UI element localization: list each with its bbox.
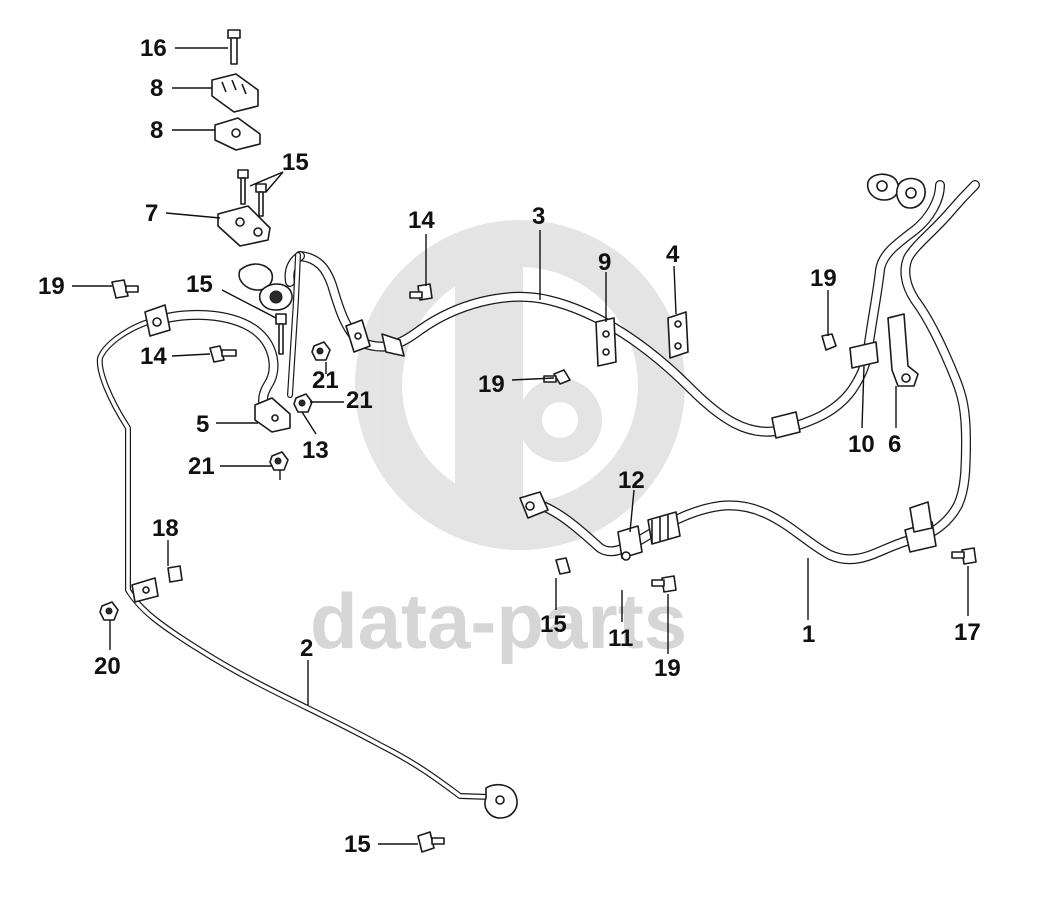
pipe-vertical bbox=[238, 252, 301, 398]
clamp-10 bbox=[849, 341, 879, 369]
nut-21-c bbox=[269, 451, 289, 471]
callout-15-pair: 15 bbox=[282, 149, 309, 176]
bolt-15-mid bbox=[275, 313, 287, 355]
clamp-18 bbox=[131, 577, 159, 603]
callout-11: 11 bbox=[608, 625, 633, 652]
callout-19-right: 19 bbox=[810, 265, 837, 292]
callout-21-c: 21 bbox=[188, 453, 215, 480]
bracket-17 bbox=[909, 501, 933, 533]
callout-14-upper: 14 bbox=[408, 207, 435, 234]
callout-8-lower: 8 bbox=[150, 117, 163, 144]
callout-16: 16 bbox=[140, 35, 167, 62]
callout-20: 20 bbox=[94, 653, 121, 680]
callout-9: 9 bbox=[598, 249, 611, 276]
bolt-16 bbox=[227, 29, 241, 65]
bolt-19-left bbox=[111, 279, 139, 299]
tube-1-inlet-fitting bbox=[519, 491, 549, 519]
bolt-18 bbox=[167, 565, 183, 583]
callout-2: 2 bbox=[300, 635, 313, 662]
callout-15-lower: 15 bbox=[540, 611, 567, 638]
callout-13: 13 bbox=[302, 437, 329, 464]
leader-lines bbox=[72, 47, 969, 845]
tube-2 bbox=[96, 319, 518, 819]
callout-17: 17 bbox=[954, 619, 981, 646]
callout-21-b: 21 bbox=[346, 387, 373, 414]
clamp-tube-3-left bbox=[345, 319, 371, 353]
plate-4 bbox=[667, 311, 689, 359]
bracket-7 bbox=[217, 205, 271, 247]
callout-7: 7 bbox=[145, 200, 158, 227]
clamp-12 bbox=[617, 525, 643, 561]
bolt-17 bbox=[951, 547, 977, 565]
callout-19-mid: 19 bbox=[478, 371, 505, 398]
watermark-text: data-parts bbox=[310, 577, 687, 665]
callout-4: 4 bbox=[666, 241, 680, 268]
clamp-8-lower bbox=[214, 117, 261, 151]
bolt-15-pair bbox=[237, 169, 267, 217]
nut-20 bbox=[99, 601, 119, 621]
bracket-6 bbox=[887, 313, 919, 387]
bracket-5 bbox=[254, 397, 291, 433]
callout-3: 3 bbox=[532, 203, 545, 230]
callout-18: 18 bbox=[152, 515, 179, 542]
clamp-19-left bbox=[144, 304, 171, 337]
callout-21-a: 21 bbox=[312, 367, 339, 394]
callout-12: 12 bbox=[618, 467, 645, 494]
bolt-15-bottom bbox=[417, 831, 445, 853]
callout-1: 1 bbox=[802, 621, 815, 648]
clamp-8-upper bbox=[211, 73, 259, 113]
callout-6: 6 bbox=[888, 431, 901, 458]
bolt-15-lower bbox=[555, 557, 571, 575]
bolt-19-right bbox=[821, 333, 837, 351]
nut-21-a bbox=[311, 341, 331, 361]
watermark-logo bbox=[355, 220, 685, 550]
tube-3 bbox=[295, 251, 873, 439]
callout-8-upper: 8 bbox=[150, 75, 163, 102]
bolt-19-mid bbox=[543, 369, 571, 385]
bolt-14-left bbox=[209, 345, 237, 363]
callout-14-left: 14 bbox=[140, 343, 167, 370]
callout-15-bottom: 15 bbox=[344, 831, 371, 858]
callout-5: 5 bbox=[196, 411, 209, 438]
callout-19-left: 19 bbox=[38, 273, 65, 300]
bolt-19-lower bbox=[651, 575, 677, 593]
callout-10: 10 bbox=[848, 431, 875, 458]
callout-15-mid: 15 bbox=[186, 271, 213, 298]
callout-19-lower: 19 bbox=[654, 655, 681, 682]
nut-21-b bbox=[293, 393, 313, 413]
clamp-9 bbox=[595, 317, 617, 367]
